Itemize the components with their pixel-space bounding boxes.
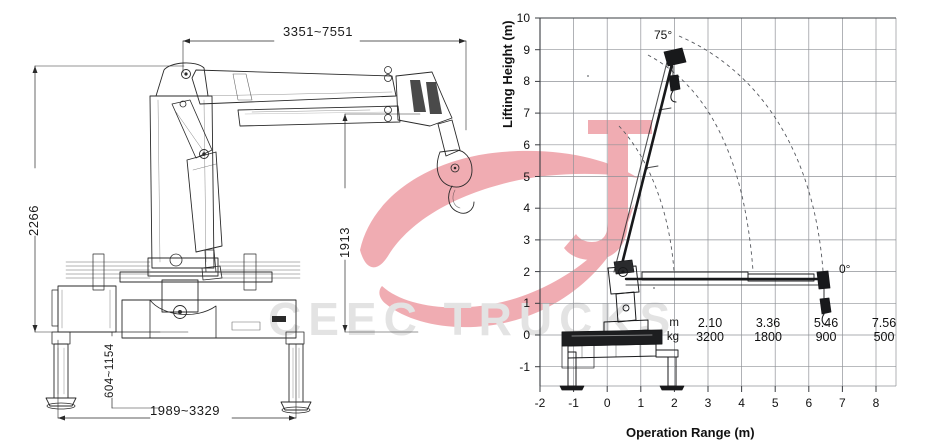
- capacity-radius-1: 2.10: [697, 316, 723, 330]
- y-axis-title: Lifting Height (m): [500, 20, 515, 128]
- capacity-unit-kg: kg: [666, 331, 679, 343]
- ytick-7: 7: [523, 106, 530, 121]
- ytick-2: 2: [523, 264, 530, 279]
- xtick-8: 8: [872, 396, 880, 410]
- crane-dimension-drawing-panel: 3351~7551 2266 1913 604~1154 1989~3329: [26, 24, 475, 421]
- annotation-angle-0: 0°: [839, 262, 851, 276]
- chart-svg: [535, 17, 897, 392]
- xtick-7: 7: [839, 396, 846, 410]
- dimension-overall-height: 2266: [26, 205, 41, 236]
- xtick-0: 0: [603, 396, 611, 410]
- capacity-load-4: 500: [873, 330, 895, 344]
- ytick-3: 3: [523, 232, 530, 247]
- annotation-angle-75: 75°: [654, 28, 673, 42]
- dimension-boom-pivot-height: 1913: [337, 227, 352, 258]
- xtick-5: 5: [771, 396, 779, 410]
- capacity-radius-3: 5.46: [813, 316, 839, 330]
- ytick-5: 5: [523, 169, 530, 184]
- ytick-1: 1: [523, 296, 530, 311]
- ytick-neg1: -1: [519, 359, 530, 374]
- ytick-8: 8: [523, 74, 530, 89]
- capacity-load-1: 3200: [696, 330, 724, 344]
- xtick-3: 3: [704, 396, 712, 410]
- capacity-row-load: kg 3200 1800 900 500: [659, 330, 913, 344]
- dimension-outrigger-span: 1989~3329: [150, 403, 220, 418]
- xtick-neg1: -1: [568, 396, 579, 410]
- capacity-radius-2: 3.36: [755, 316, 781, 330]
- dimension-boom-reach: 3351~7551: [283, 24, 353, 39]
- ytick-10: 10: [516, 11, 530, 25]
- xtick-6: 6: [805, 396, 813, 410]
- capacity-unit-m: m: [669, 317, 679, 329]
- lifting-capacity-chart-panel: 10 9 8 7 6 5 4 3 2 1 0 -1 -2 -1 0 1 2 3 …: [496, 0, 926, 447]
- capacity-radius-4: 7.56: [871, 316, 897, 330]
- ytick-9: 9: [523, 42, 530, 57]
- capacity-load-3: 900: [815, 330, 837, 344]
- xtick-neg2: -2: [534, 396, 546, 410]
- crane-side-view-svg: [32, 38, 475, 421]
- capacity-table: m 2.10 3.36 5.46 7.56 kg 3200 1800 900 5…: [659, 316, 913, 344]
- ytick-4: 4: [523, 201, 530, 216]
- capacity-row-radius: m 2.10 3.36 5.46 7.56: [659, 316, 913, 330]
- dimension-outrigger-drop: 604~1154: [104, 343, 116, 398]
- xtick-2: 2: [671, 396, 678, 410]
- capacity-load-2: 1800: [754, 330, 782, 344]
- ytick-6: 6: [523, 137, 530, 152]
- ytick-0: 0: [523, 328, 530, 342]
- x-axis-title: Operation Range (m): [626, 425, 755, 440]
- xtick-4: 4: [738, 396, 745, 410]
- xtick-1: 1: [637, 396, 645, 410]
